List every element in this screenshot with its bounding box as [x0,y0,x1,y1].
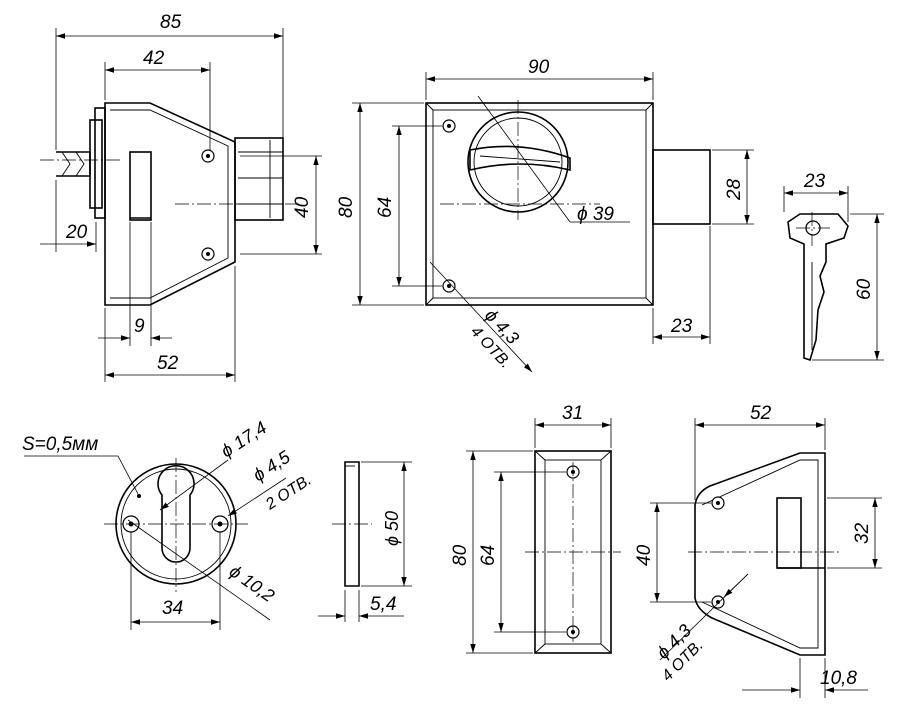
dim-32-keeper: 32 [852,522,873,544]
dim-52-keeper: 52 [750,403,772,424]
dim-23-key: 23 [803,171,826,192]
dim-31: 31 [562,403,583,424]
keeper-view: 52 40 32 ϕ 4,3 4 ОТВ. 10,8 [634,403,882,698]
dim-40-keeper: 40 [634,544,655,566]
dim-17-4: ϕ 17,4 [217,417,270,461]
dim-5-4: 5,4 [370,594,396,615]
dim-85: 85 [160,12,182,33]
key-view: 23 60 [783,171,884,362]
dim-outer-dia: ϕ 50 [382,511,402,546]
dim-10-8: 10,8 [820,668,857,689]
dim-90: 90 [528,57,550,78]
dim-34: 34 [162,598,183,619]
dim-64-strike: 64 [478,545,499,566]
dim-28: 28 [724,178,745,201]
lock-front-view: 90 80 64 ϕ 39 28 23 ϕ 4,3 4 ОТВ. [336,57,754,373]
dim-40: 40 [292,196,313,218]
strike-plate-view: 31 80 64 [450,403,621,654]
dim-4-5: ϕ 4,5 [249,446,294,485]
dim-60-key: 60 [854,278,875,300]
dim-23-bolt: 23 [670,316,693,337]
dim-knob-dia: ϕ 39 [577,204,614,225]
dim-52-side: 52 [157,353,179,374]
dim-9: 9 [134,316,145,337]
rosette-thickness-note: S=0,5мм [22,434,98,455]
lock-side-view: 85 42 20 40 9 52 [40,12,322,382]
dim-80-front: 80 [336,196,357,218]
dim-64-front: 64 [375,197,396,218]
dim-10-2: ϕ 10,2 [226,561,278,606]
dim-80-strike: 80 [450,544,471,566]
rosette-view: S=0,5мм ϕ 17,4 ϕ 4,5 2 ОТВ. ϕ 10,2 34 ϕ … [22,417,412,630]
dim-20: 20 [65,222,88,243]
dim-42: 42 [143,48,165,69]
